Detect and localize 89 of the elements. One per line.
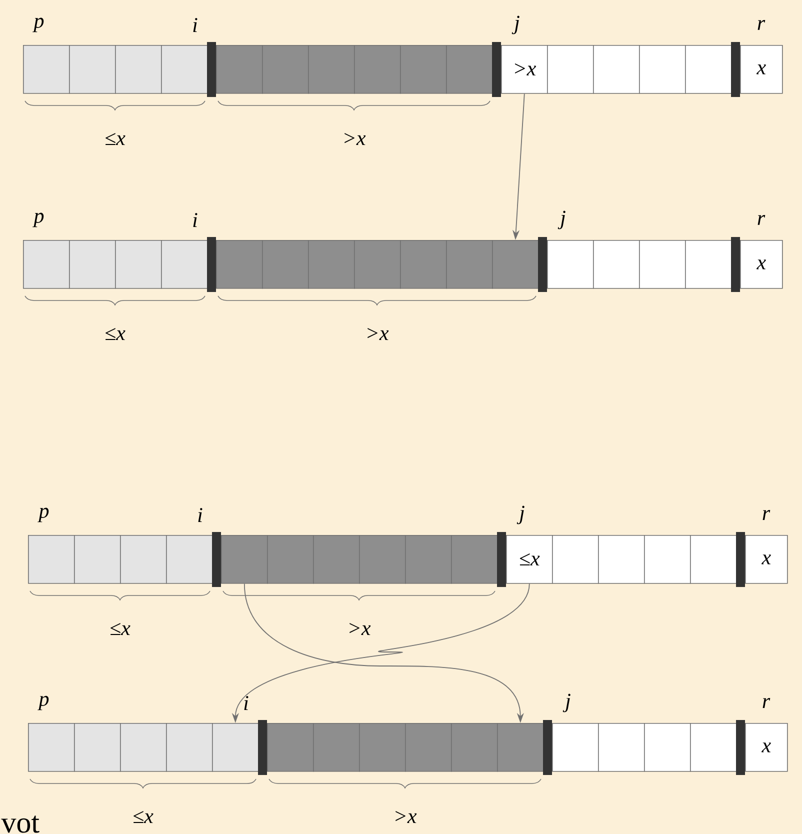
- index-label: p: [38, 696, 49, 710]
- index-label: i: [198, 508, 202, 522]
- array-cell: [354, 240, 401, 289]
- index-label: i: [193, 18, 198, 32]
- array-cell: [593, 44, 640, 94]
- array-cell: [552, 535, 599, 584]
- array-cell: [262, 44, 309, 94]
- array-cell: [221, 535, 268, 584]
- array-cell: [313, 535, 360, 584]
- index-label: j: [516, 506, 524, 524]
- array-cell: [28, 723, 75, 772]
- array-cell: [166, 535, 213, 584]
- index-label: j: [512, 16, 520, 34]
- array-cell: [446, 44, 493, 94]
- array-cell: x: [745, 723, 788, 772]
- array-cell: [690, 723, 737, 772]
- index-label: p: [32, 212, 44, 228]
- array-cell: [598, 535, 645, 584]
- array-cell: [547, 240, 594, 289]
- brace-label: ≤x: [106, 328, 126, 340]
- array-cell: [685, 44, 732, 94]
- array-cell: [359, 723, 406, 772]
- index-label: j: [562, 694, 570, 712]
- index-label: j: [558, 210, 566, 230]
- index-label: p: [38, 508, 49, 522]
- array-cell: [446, 240, 493, 289]
- array-cell: [685, 240, 732, 289]
- array-cell: [492, 240, 539, 289]
- index-label: r: [758, 20, 766, 30]
- array-cell: [497, 723, 544, 772]
- array-cell: [593, 240, 640, 289]
- brace-label: ≤x: [106, 132, 126, 145]
- array-cell: [644, 723, 691, 772]
- array-cell: ≤x: [506, 535, 553, 584]
- array-cell: [639, 44, 686, 94]
- array-cell: [166, 723, 213, 772]
- array-cell: [120, 723, 167, 772]
- array-cell: [262, 240, 309, 289]
- array-cell: [690, 535, 737, 584]
- array-cell: [313, 723, 360, 772]
- brace-label: >x: [344, 132, 366, 145]
- array-cell: [451, 723, 498, 772]
- array-cell: x: [740, 44, 783, 94]
- array-cell: [69, 240, 116, 289]
- array-cell: [405, 723, 452, 772]
- array-cell: [405, 535, 452, 584]
- array-cell: [23, 240, 70, 289]
- index-label: r: [758, 215, 766, 225]
- brace-label: >x: [396, 810, 417, 824]
- array-cell: [639, 240, 686, 289]
- array-cell: [400, 240, 447, 289]
- array-cell: [308, 44, 355, 94]
- array-cell: [74, 535, 121, 584]
- index-label: p: [32, 18, 44, 32]
- array-cell: [28, 535, 75, 584]
- array-cell: [216, 44, 263, 94]
- array-cell: [161, 240, 208, 289]
- array-cell: x: [745, 535, 788, 584]
- array-cell: [216, 240, 263, 289]
- index-label: r: [762, 698, 770, 708]
- index-label: i: [193, 213, 198, 227]
- array-cell: [547, 44, 594, 94]
- array-cell: [598, 723, 645, 772]
- array-cell: [115, 44, 162, 94]
- array-cell: [267, 535, 314, 584]
- array-cell: [644, 535, 691, 584]
- array-cell: [552, 723, 599, 772]
- array-cell: [161, 44, 208, 94]
- array-cell: [74, 723, 121, 772]
- array-cell: [359, 535, 406, 584]
- array-cell: [23, 44, 70, 94]
- brace-label: ≤x: [110, 622, 130, 636]
- array-cell: [308, 240, 355, 289]
- brace-label: >x: [350, 622, 371, 636]
- array-cell: [212, 723, 259, 772]
- array-cell: [69, 44, 116, 94]
- array-cell: [120, 535, 167, 584]
- brace-label: ≤x: [134, 810, 154, 824]
- array-cell: x: [740, 240, 783, 289]
- array-cell: [451, 535, 498, 584]
- array-cell: [115, 240, 162, 289]
- caption-fragment: vot: [1, 816, 40, 833]
- array-cell: [354, 44, 401, 94]
- array-cell: [267, 723, 314, 772]
- array-cell: [400, 44, 447, 94]
- index-label: r: [762, 510, 770, 520]
- index-label: i: [244, 696, 248, 710]
- brace-label: >x: [368, 328, 389, 340]
- array-cell: >x: [501, 44, 548, 94]
